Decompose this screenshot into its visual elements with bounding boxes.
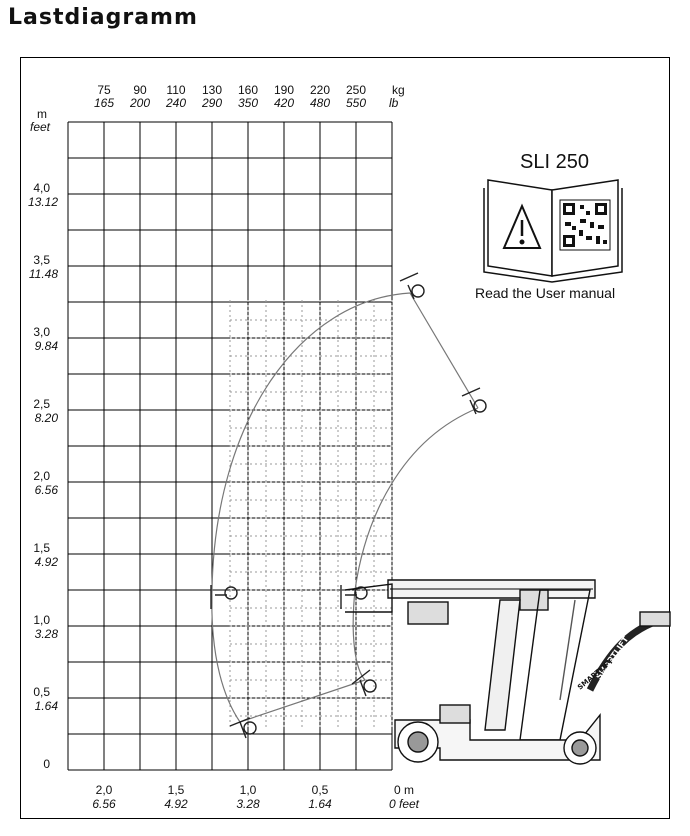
left-tick-m: 2,5: [33, 397, 50, 411]
axis-tick-labels: 75 90 110 130 160 190 220 250 165 200 240 290 350 420…: [28, 83, 420, 811]
bottom-tick-m: 1,5: [168, 783, 185, 797]
top-unit-lb: lb: [389, 96, 399, 110]
gripper-left: [210, 585, 238, 609]
top-tick-kg: 250: [346, 83, 366, 97]
manual-caption: Read the User manual: [475, 285, 615, 301]
qr-code-icon: [559, 199, 611, 251]
left-tick-m: 1,0: [33, 613, 50, 627]
bottom-tick-ft: 4.92: [164, 797, 188, 811]
working-envelope: [211, 292, 479, 723]
top-tick-kg: 130: [202, 83, 222, 97]
gripper-top: [399, 272, 425, 300]
left-tick-ft: 6.56: [35, 483, 59, 497]
gripper-lower-right: [351, 669, 377, 697]
warning-icon: [502, 203, 542, 249]
gripper-bottom: [229, 717, 257, 739]
left-tick-ft: 4.92: [35, 555, 59, 569]
bottom-tick-ft: 0 feet: [389, 797, 420, 811]
manual-model: SLI 250: [520, 151, 589, 173]
boom-cylinder: [407, 601, 449, 625]
machine-mast: [484, 599, 521, 731]
top-tick-lb: 420: [274, 96, 294, 110]
left-tick-m: 4,0: [33, 181, 50, 195]
top-tick-lb: 240: [165, 96, 186, 110]
bottom-tick-m: 2,0: [96, 783, 113, 797]
bottom-tick-m: 0,5: [312, 783, 329, 797]
top-tick-lb: 165: [94, 96, 114, 110]
left-tick-m: 3,0: [33, 325, 50, 339]
left-tick-ft: 8.20: [35, 411, 59, 425]
left-tick-ft: 9.84: [35, 339, 59, 353]
left-tick-m: 0,5: [33, 685, 50, 699]
left-tick-m: 1,5: [33, 541, 50, 555]
page-title: Lastdiagramm: [8, 5, 198, 30]
top-tick-lb: 550: [346, 96, 366, 110]
bottom-tick-ft: 6.56: [92, 797, 116, 811]
top-tick-kg: 75: [97, 83, 111, 97]
gripper-upper-right: [461, 387, 487, 415]
left-tick-ft: 1.64: [35, 699, 59, 713]
left-tick-ft: 3.28: [35, 627, 59, 641]
left-tick-m: 0: [43, 757, 50, 771]
working-area-dotted-grid: [229, 300, 393, 730]
top-tick-kg: 90: [133, 83, 147, 97]
bottom-tick-m: 0 m: [394, 783, 414, 797]
bottom-tick-ft: 3.28: [236, 797, 260, 811]
left-unit-feet: feet: [30, 120, 51, 134]
left-tick-ft: 11.48: [29, 267, 58, 281]
top-unit-kg: kg: [392, 83, 405, 97]
top-tick-lb: 480: [310, 96, 330, 110]
gripper-positions: [210, 272, 487, 739]
bottom-tick-m: 1,0: [240, 783, 257, 797]
top-tick-kg: 110: [166, 83, 185, 97]
top-tick-lb: 290: [201, 96, 222, 110]
top-tick-kg: 160: [238, 83, 258, 97]
diagram-frame: [20, 57, 670, 819]
user-manual-notice: SLI 250: [475, 151, 623, 301]
top-tick-kg: 220: [310, 83, 330, 97]
lifting-machine: [344, 579, 671, 765]
top-tick-lb: 200: [129, 96, 150, 110]
left-unit-m: m: [37, 107, 47, 121]
top-tick-kg: 190: [274, 83, 294, 97]
left-tick-m: 2,0: [33, 469, 50, 483]
bottom-tick-ft: 1.64: [308, 797, 332, 811]
left-tick-m: 3,5: [33, 253, 50, 267]
top-tick-lb: 350: [238, 96, 258, 110]
left-tick-ft: 13.12: [28, 195, 58, 209]
